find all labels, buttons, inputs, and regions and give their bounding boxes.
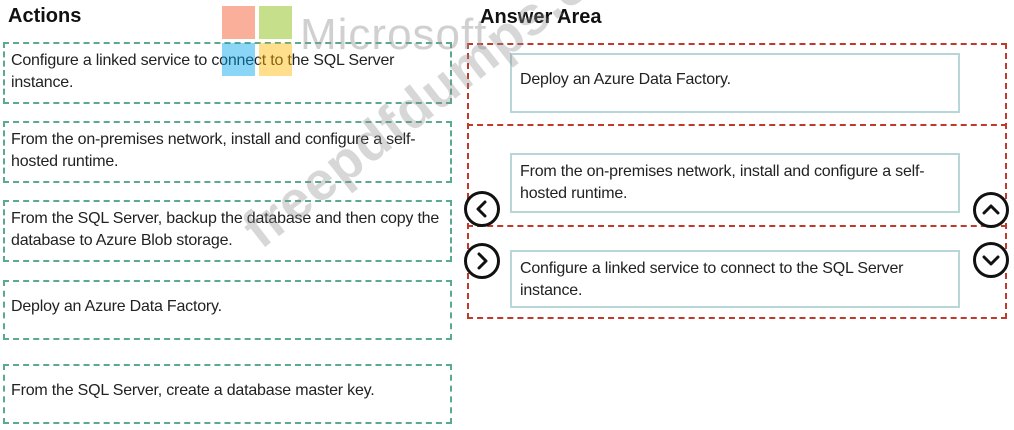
action-item-label: From the SQL Server, create a database m… <box>11 382 375 399</box>
answer-slot-divider <box>467 124 1007 126</box>
answer-item-label: From the on-premises network, install an… <box>520 163 925 202</box>
answer-slot-divider <box>467 225 1007 227</box>
answer-item-label: Deploy an Azure Data Factory. <box>520 71 731 88</box>
action-item[interactable]: Configure a linked service to connect to… <box>3 42 452 104</box>
action-item-label: Deploy an Azure Data Factory. <box>11 298 222 315</box>
action-item[interactable]: From the on-premises network, install an… <box>3 121 452 183</box>
move-left-button[interactable] <box>464 191 500 227</box>
move-up-button[interactable] <box>973 192 1009 228</box>
chevron-down-icon <box>982 255 1000 266</box>
action-item-label: From the SQL Server, backup the database… <box>11 210 440 249</box>
answer-area-drop-zone[interactable] <box>467 43 1007 319</box>
answer-area-heading: Answer Area <box>480 6 602 28</box>
action-item[interactable]: Deploy an Azure Data Factory. <box>3 280 452 340</box>
action-item-label: Configure a linked service to connect to… <box>11 52 395 91</box>
answer-item[interactable]: Configure a linked service to connect to… <box>510 250 960 308</box>
chevron-up-icon <box>982 204 1000 215</box>
answer-item-label: Configure a linked service to connect to… <box>520 260 904 299</box>
microsoft-watermark: Microsoft <box>300 10 488 59</box>
answer-item[interactable]: Deploy an Azure Data Factory. <box>510 53 960 113</box>
action-item-label: From the on-premises network, install an… <box>11 131 416 170</box>
answer-item[interactable]: From the on-premises network, install an… <box>510 153 960 213</box>
action-item[interactable]: From the SQL Server, create a database m… <box>3 364 452 424</box>
actions-heading: Actions <box>8 5 82 27</box>
move-right-button[interactable] <box>464 243 500 279</box>
chevron-right-icon <box>477 252 488 270</box>
action-item[interactable]: From the SQL Server, backup the database… <box>3 200 452 262</box>
move-down-button[interactable] <box>973 242 1009 278</box>
microsoft-logo <box>222 6 292 76</box>
chevron-left-icon <box>476 200 487 218</box>
